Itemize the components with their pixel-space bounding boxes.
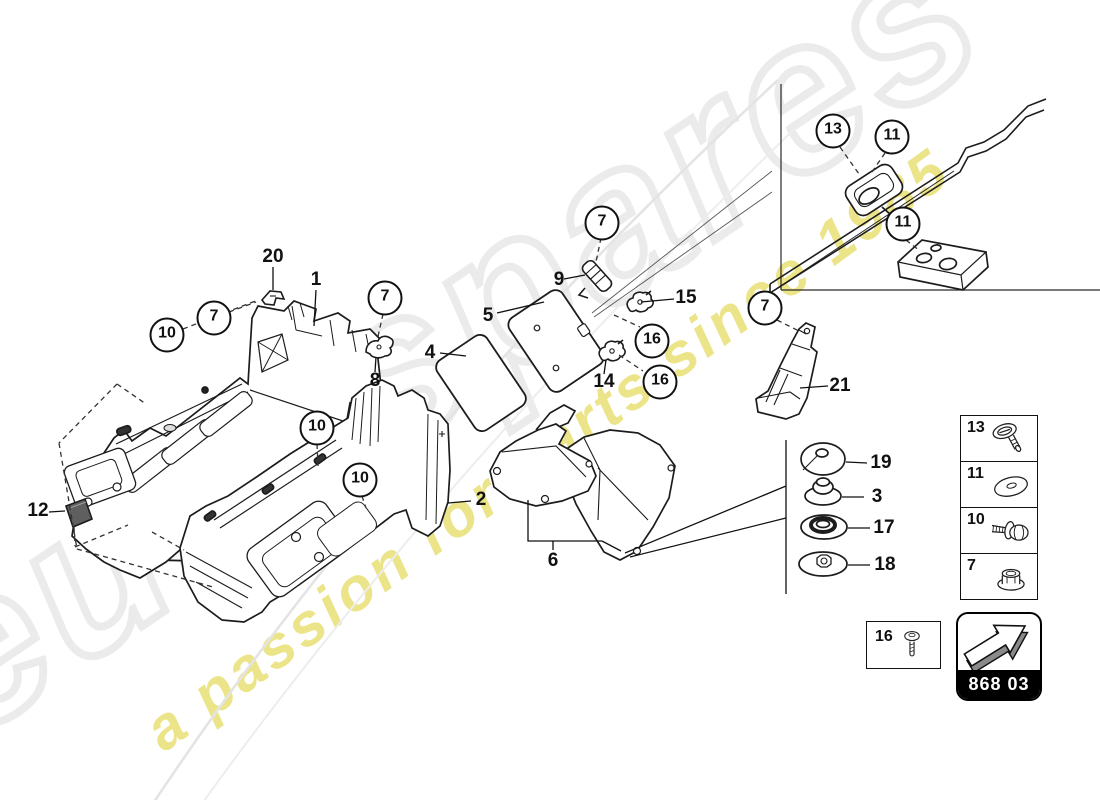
bracket-plate-drawing — [897, 239, 989, 291]
projection-lines — [591, 170, 773, 318]
part-callout-circle-7[interactable]: 7 — [367, 280, 403, 316]
part-callout-label-9: 9 — [553, 269, 565, 290]
legend-item-7[interactable]: 7 — [961, 554, 1037, 599]
part-callout-label-17: 17 — [873, 517, 895, 538]
legend-item-number: 16 — [875, 628, 893, 645]
clip-20-drawing — [260, 290, 286, 306]
part-callout-circle-16[interactable]: 16 — [642, 364, 678, 400]
part-5-drawing — [507, 289, 605, 393]
part-4-drawing — [435, 333, 527, 433]
part-callout-circle-11[interactable]: 11 — [874, 119, 910, 155]
legend-item-number: 11 — [967, 465, 984, 482]
part-callout-label-18: 18 — [874, 554, 896, 575]
clip-14-drawing — [598, 339, 626, 362]
countersunk-screw-icon — [985, 420, 1037, 458]
flat-washer-icon — [985, 466, 1037, 504]
part-callout-label-4: 4 — [424, 342, 436, 363]
legend-item-11[interactable]: 11 — [961, 462, 1037, 508]
part-callout-circle-16[interactable]: 16 — [634, 323, 670, 359]
part-callout-circle-7[interactable]: 7 — [196, 300, 232, 336]
part-callout-circle-10[interactable]: 10 — [342, 462, 378, 498]
flange-nut-icon — [985, 558, 1037, 596]
pan-head-screw-icon — [890, 623, 934, 667]
part-callout-circle-11[interactable]: 11 — [885, 206, 921, 242]
part-callout-label-3: 3 — [871, 486, 883, 507]
part-callout-circle-7[interactable]: 7 — [747, 290, 783, 326]
part-callout-label-15: 15 — [675, 287, 697, 308]
legend-item-number: 10 — [967, 511, 985, 528]
part-callout-circle-13[interactable]: 13 — [815, 113, 851, 149]
part-callout-label-21: 21 — [829, 375, 851, 396]
part-group-code: 868 03 — [958, 670, 1040, 699]
legend-item-10[interactable]: 10 — [961, 508, 1037, 554]
part-12-drawing — [64, 497, 94, 529]
hardware-stack-drawing — [798, 442, 848, 577]
part-callout-label-5: 5 — [482, 305, 494, 326]
diagram-group-badge[interactable]: 868 03 — [956, 612, 1042, 701]
dashed-lines — [58, 146, 921, 588]
leader-lines — [48, 267, 870, 594]
part-callout-label-19: 19 — [870, 452, 892, 473]
part-callout-label-12: 12 — [27, 500, 49, 521]
legend-item-13[interactable]: 13 — [961, 416, 1037, 462]
part-callout-circle-10[interactable]: 10 — [149, 317, 185, 353]
part-callout-label-20: 20 — [262, 246, 284, 267]
legend-item-number: 7 — [967, 557, 976, 574]
flange-bolt-icon — [985, 512, 1037, 550]
part-callout-circle-10[interactable]: 10 — [299, 410, 335, 446]
part-2-drawing — [179, 379, 451, 623]
part-callout-circle-7[interactable]: 7 — [584, 205, 620, 241]
part-callout-label-6: 6 — [547, 550, 559, 571]
part-callout-label-1: 1 — [310, 269, 322, 290]
clip-9-drawing — [577, 259, 613, 299]
arrow-up-right-icon — [963, 624, 1029, 670]
clip-15-drawing — [626, 290, 654, 313]
inset-frame — [780, 84, 1100, 291]
legend-item-number: 13 — [967, 419, 985, 436]
sill-strip-drawing — [769, 98, 1047, 294]
legend-table: 13 11 10 7 — [960, 415, 1038, 600]
part-callout-label-14: 14 — [593, 371, 615, 392]
part-21-drawing — [755, 322, 818, 420]
part-callout-label-8: 8 — [369, 370, 381, 391]
part-6-drawing — [489, 404, 676, 561]
part-callout-label-2: 2 — [475, 489, 487, 510]
legend-item-16-box[interactable]: 16 — [866, 621, 941, 669]
